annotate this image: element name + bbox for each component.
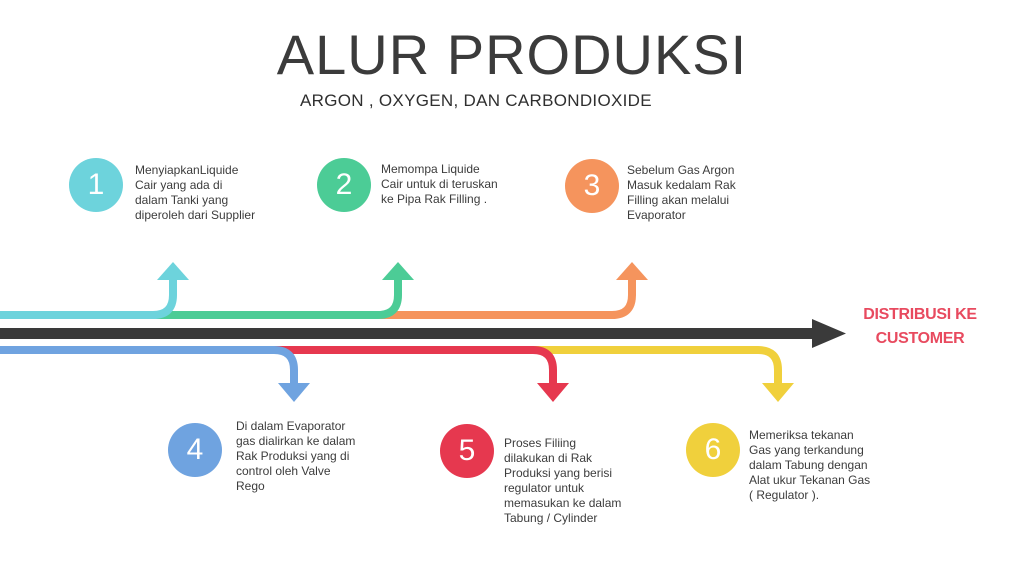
step-6-badge: 6 — [686, 423, 740, 477]
flow-arrow-5 — [0, 346, 557, 386]
page-title: ALUR PRODUKSI — [276, 23, 748, 86]
main-flow-line — [0, 328, 815, 339]
step-3-badge: 3 — [565, 159, 619, 213]
flow-arrow-4 — [0, 346, 298, 386]
step-2-badge: 2 — [317, 158, 371, 212]
flow-arrow-3 — [0, 276, 636, 319]
main-flow-arrowhead — [812, 319, 846, 348]
flow-arrowhead-3 — [616, 262, 648, 280]
flow-arrowhead-2 — [382, 262, 414, 280]
step-2-description: Memompa Liquide Cair untuk di teruskan k… — [381, 162, 498, 206]
flow-arrowhead-4 — [278, 383, 310, 402]
step-1-badge: 1 — [69, 158, 123, 212]
step-3-description: Sebelum Gas Argon Masuk kedalam Rak Fill… — [627, 163, 736, 222]
flow-arrow-6 — [0, 346, 782, 386]
flow-arrowhead-6 — [762, 383, 794, 402]
step-1-description: MenyiapkanLiquide Cair yang ada di dalam… — [135, 163, 256, 222]
step-5-badge: 5 — [440, 424, 494, 478]
step-4-badge: 4 — [168, 423, 222, 477]
step-4-description: Di dalam Evaporator gas dialirkan ke dal… — [236, 419, 356, 493]
destination-label: DISTRIBUSI KE CUSTOMER — [863, 306, 977, 347]
flow-arrowhead-5 — [537, 383, 569, 402]
flow-arrowhead-1 — [157, 262, 189, 280]
flow-arrow-1 — [0, 276, 177, 319]
flow-arrow-2 — [0, 276, 402, 319]
step-5-description: Proses Filiing dilakukan di Rak Produksi… — [504, 436, 622, 525]
page-subtitle: ARGON , OXYGEN, DAN CARBONDIOXIDE — [300, 91, 652, 110]
step-6-description: Memeriksa tekanan Gas yang terkandung da… — [749, 428, 871, 502]
